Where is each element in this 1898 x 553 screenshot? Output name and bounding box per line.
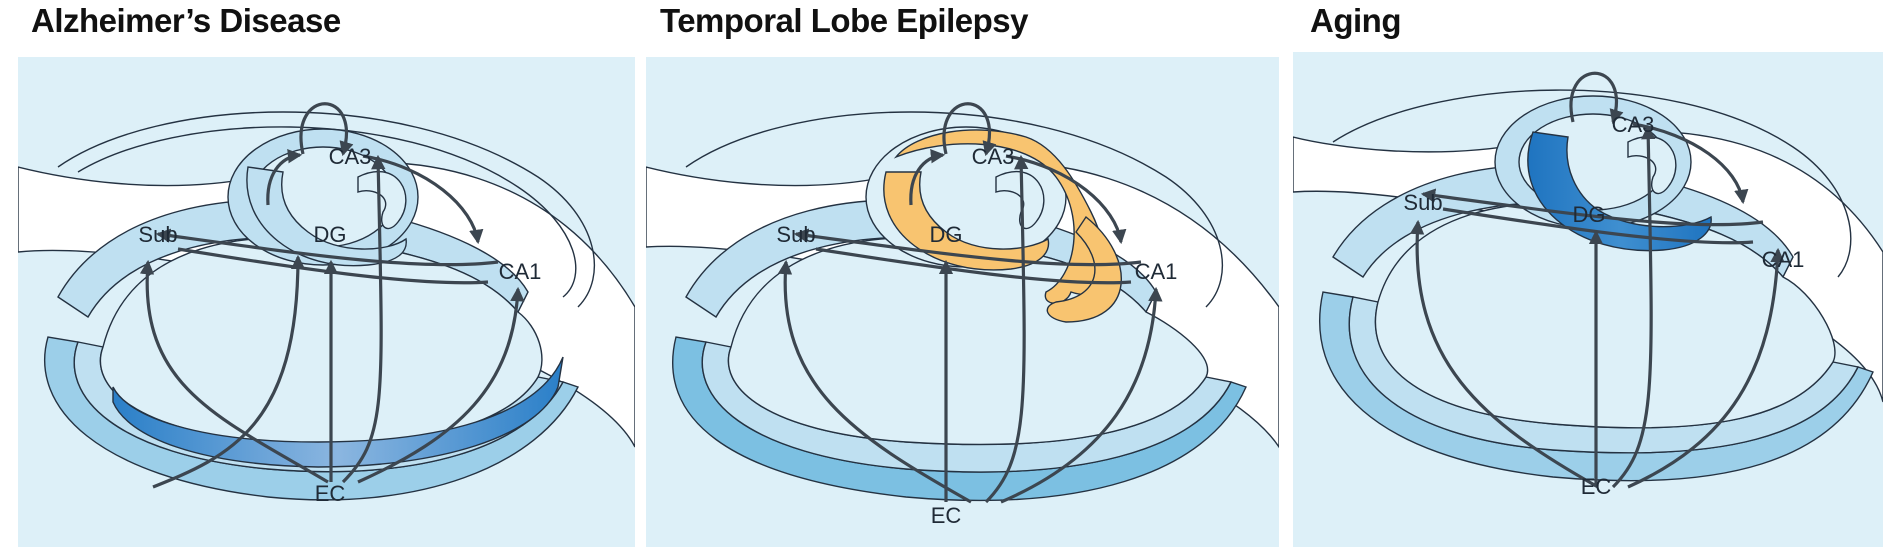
label-ca3: CA3 bbox=[329, 144, 372, 169]
arrow-ca1-to-sub-parallel bbox=[815, 247, 1132, 285]
arrow-ec-to-ca3 bbox=[1611, 124, 1656, 489]
arrow-ec-to-sub bbox=[1409, 219, 1599, 489]
arrow-dg-to-ca3 bbox=[909, 149, 946, 206]
panel-title-aging: Aging bbox=[1310, 2, 1401, 39]
arrow-ec-to-dg bbox=[152, 254, 306, 489]
cortex-fold-outline bbox=[1332, 89, 1852, 278]
arrow-ec-to-sub bbox=[777, 259, 972, 504]
arrow-ca1-to-sub bbox=[793, 228, 1142, 267]
label-dg: DG bbox=[1573, 202, 1606, 227]
dentate-gyrus bbox=[246, 166, 407, 267]
arrow-ec-to-ca1 bbox=[1627, 247, 1785, 489]
ca1-highlight bbox=[1046, 215, 1122, 323]
hippocampus-diagram: CA3 DG Sub CA1 EC bbox=[646, 57, 1279, 547]
label-ca1: CA1 bbox=[499, 259, 542, 284]
arrow-ca1-to-sub-parallel bbox=[1442, 207, 1754, 245]
label-ec: EC bbox=[1581, 474, 1612, 499]
label-sub: Sub bbox=[776, 222, 815, 247]
dentate-gyrus-highlight bbox=[1527, 131, 1712, 252]
arrow-ca3-recurrent bbox=[1569, 71, 1624, 125]
panel-epilepsy: CA3 DG Sub CA1 EC bbox=[646, 57, 1279, 547]
dentate-gyrus-highlight bbox=[883, 171, 1050, 271]
label-ca1: CA1 bbox=[1135, 259, 1178, 284]
arrow-ec-to-ca3 bbox=[341, 154, 386, 484]
hilus-curl bbox=[995, 170, 1045, 230]
cortex-fold-outline bbox=[57, 111, 596, 308]
arrow-ca3-recurrent bbox=[299, 102, 354, 157]
label-ca3: CA3 bbox=[972, 144, 1015, 169]
arrow-ca1-to-sub bbox=[1420, 188, 1764, 227]
label-sub: Sub bbox=[1403, 190, 1442, 215]
panel-alzheimers: CA3 DG Sub CA1 EC bbox=[18, 57, 635, 547]
label-ec: EC bbox=[931, 503, 962, 528]
entorhinal-cortex-highlight bbox=[112, 356, 564, 468]
label-dg: DG bbox=[314, 222, 347, 247]
label-ca1: CA1 bbox=[1762, 247, 1805, 272]
cortex-fold-outline bbox=[685, 111, 1224, 308]
arrow-ca1-to-sub-parallel bbox=[177, 247, 489, 285]
label-ec: EC bbox=[315, 481, 346, 506]
cortex-fold-outline-2 bbox=[77, 126, 577, 298]
arrow-ca1-to-sub bbox=[155, 228, 499, 267]
hippocampus-diagram: CA3 DG Sub CA1 EC bbox=[18, 57, 635, 547]
label-ca3: CA3 bbox=[1612, 112, 1655, 137]
arrow-ec-to-ca1 bbox=[1000, 286, 1163, 504]
arrow-ca3-recurrent bbox=[942, 102, 997, 157]
arrow-ec-to-ca1 bbox=[357, 286, 525, 484]
arrow-dg-to-ca3 bbox=[266, 149, 303, 206]
arrow-ec-to-ca3 bbox=[984, 154, 1029, 504]
panel-title-epilepsy: Temporal Lobe Epilepsy bbox=[660, 2, 1028, 39]
arrow-ec-to-sub bbox=[139, 259, 329, 484]
label-dg: DG bbox=[930, 222, 963, 247]
panel-aging: CA3 DG Sub CA1 EC bbox=[1293, 52, 1883, 547]
panel-title-alzheimers: Alzheimer’s Disease bbox=[31, 2, 341, 39]
label-sub: Sub bbox=[138, 222, 177, 247]
hippocampus-diagram: CA3 DG Sub CA1 EC bbox=[1293, 52, 1883, 547]
